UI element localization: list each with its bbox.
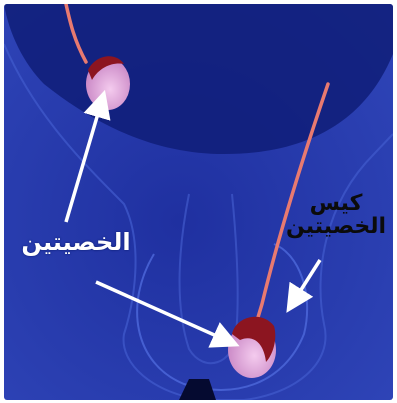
anatomy-illustration: الخصيتين كيس الخصيتين	[4, 4, 393, 400]
scrotum-label: كيس الخصيتين	[280, 192, 392, 238]
testicles-label: الخصيتين	[6, 230, 146, 255]
scrotum-label-line2: الخصيتين	[280, 215, 392, 238]
scrotum-label-line1: كيس	[280, 192, 392, 215]
